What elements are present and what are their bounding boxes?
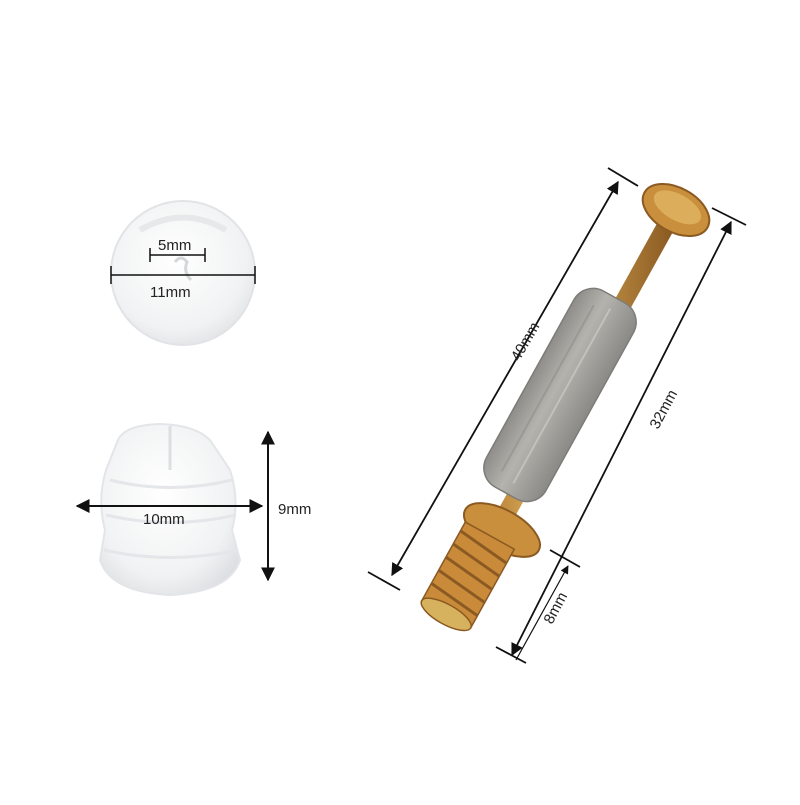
insert-side-width-label: 10mm [143, 511, 185, 528]
bolt-below-head-length-label: 32mm [647, 387, 682, 432]
bolt-thread-length-label: 8mm [541, 589, 572, 626]
insert-side-view: 10mm 9mm [75, 422, 311, 597]
bolt-total-length-label: 40mm [508, 319, 544, 364]
insert-top-view: 5mm 11mm [110, 200, 256, 346]
insert-top-diameter-label: 11mm [150, 284, 191, 301]
insert-side-height-label: 9mm [278, 501, 311, 518]
insert-top-slot-label: 5mm [158, 237, 191, 254]
below-head-length-dimension-line [511, 220, 732, 657]
